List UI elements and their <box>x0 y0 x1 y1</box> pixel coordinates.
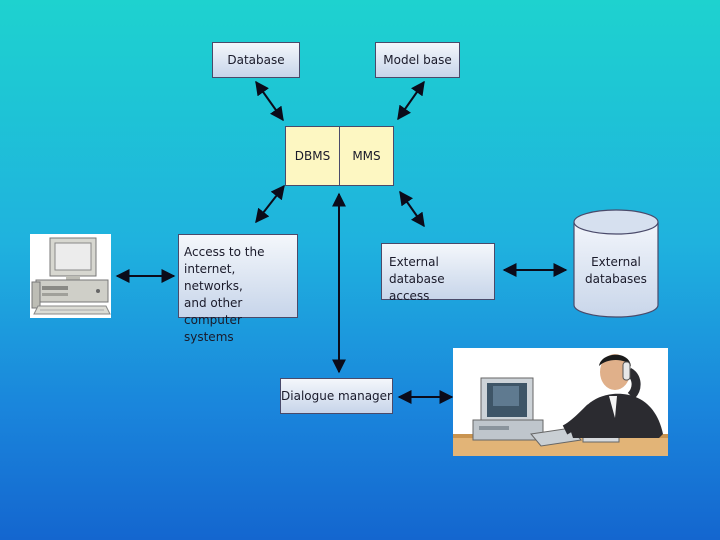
model-base-label: Model base <box>383 53 452 67</box>
dbms-box: DBMS <box>285 126 340 186</box>
database-cylinder-icon <box>573 209 659 318</box>
external-access-label-line: access <box>389 289 430 303</box>
external-access-label-line: External database <box>389 255 445 286</box>
mms-label: MMS <box>352 149 381 163</box>
mms-box: MMS <box>339 126 394 186</box>
arrow-mms-external <box>399 190 425 228</box>
database-label: Database <box>227 53 285 67</box>
external-access-box: External database access <box>381 243 495 303</box>
arrow-dbms-access <box>255 184 285 224</box>
external-databases-label-line: External <box>591 255 641 269</box>
access-label-line: Access to the <box>184 245 265 259</box>
access-box: Access to the internet, networks, and ot… <box>178 234 298 344</box>
model-base-box: Model base <box>375 42 460 78</box>
dbms-label: DBMS <box>294 149 331 163</box>
external-databases-label-line: databases <box>585 272 647 286</box>
access-label-line: systems <box>184 330 234 344</box>
dialogue-manager-box: Dialogue manager <box>280 378 393 414</box>
user-at-computer-icon <box>453 348 668 456</box>
access-label-line: internet, networks, <box>184 262 243 293</box>
desktop-computer-icon <box>30 234 111 318</box>
database-box: Database <box>212 42 300 78</box>
external-databases-label: External databases <box>572 254 660 288</box>
arrow-modelbase-mms <box>397 80 425 121</box>
arrow-database-dbms <box>255 80 284 122</box>
dialogue-manager-label: Dialogue manager <box>281 389 392 403</box>
access-label-line: and other computer <box>184 296 243 327</box>
